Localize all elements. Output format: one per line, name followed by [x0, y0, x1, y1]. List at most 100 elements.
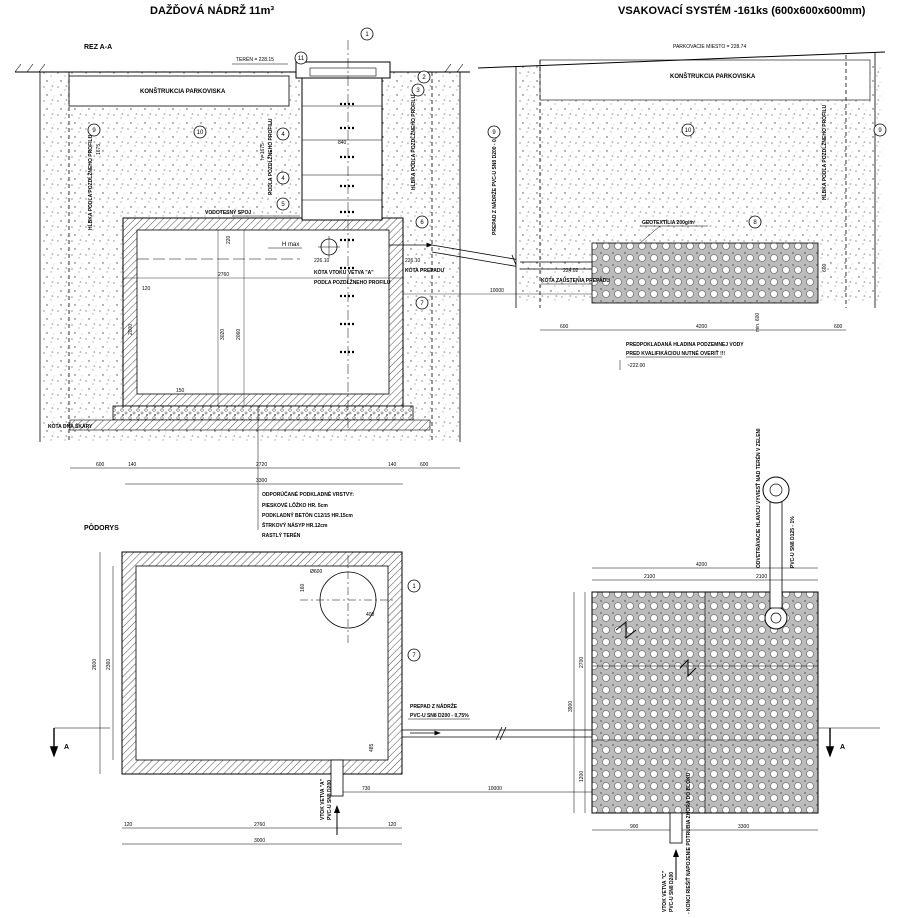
vtok-left-pipe: PVC-U SN8 D200 [327, 780, 333, 820]
dim-600d: 600 [834, 324, 843, 330]
dim-2760-sec: 2760 [218, 272, 229, 278]
callout-bubble [873, 123, 887, 137]
dim-120a-plan: 120 [124, 822, 133, 828]
dim-10000-sec: 10000 [490, 288, 504, 294]
dim-3900-plan: 3900 [568, 701, 574, 712]
callout-bubble [681, 123, 695, 137]
dim-10000-plan: 10000 [488, 786, 502, 792]
callout-bubble [415, 215, 429, 229]
podla-profilu: PODĽA POZDĹŽNEHO PROFILU [314, 278, 391, 286]
dim-h1675-vert: h=1675 [260, 143, 266, 160]
hmax-label: H max [282, 242, 299, 248]
inlet-right-pipe [669, 812, 683, 844]
vent-pipe [769, 499, 783, 609]
predkvalifikacia-label: PRED KVALIFIKÁCIOU NUTNÉ OVERIŤ !!! [626, 349, 725, 357]
vtok-right: VTOK VETVA "C" [662, 870, 668, 912]
dim-2060-sec: 2060 [236, 329, 242, 340]
elev-226-10a: 226.10 [314, 258, 330, 264]
dim-220-sec: 220 [226, 235, 232, 244]
dim-3000-plan: 3000 [254, 838, 265, 844]
vodotesny-label: VODOTESNÝ SPOJ [205, 209, 251, 216]
section-label: REZ A-A [84, 44, 112, 51]
parking-label-right: KONŠTRUKCIA PARKOVISKA [670, 72, 756, 80]
vent-head-plan [764, 606, 788, 630]
dim-2720: 2720 [256, 462, 267, 468]
dim-600b: 600 [420, 462, 429, 468]
dim-4200-plan: 4200 [696, 562, 707, 568]
callout-bubble [360, 27, 374, 41]
dim-4200-sec: 4200 [696, 324, 707, 330]
vtok-right-note: - KONCI RIEŠIŤ NAPOJENIE POTRUBIA ZHORA … [684, 772, 692, 914]
dim-3300-plan: 3300 [738, 824, 749, 830]
callout-number: 7 [412, 653, 416, 659]
kota-zaustenia: KÓTA ZAÚSTENIA PREPADU [541, 276, 610, 284]
callout-number: 6 [420, 220, 424, 226]
dim-1675-vert: 1675 [96, 144, 102, 155]
callout-number: 5 [281, 202, 285, 208]
layer-3: ŠTRKOVÝ NÁSYP HR.12cm [262, 521, 328, 529]
callout-number: 9 [878, 128, 882, 134]
callout-number: 8 [753, 220, 757, 226]
callout-bubble [276, 197, 290, 211]
plan-label: PÔDORYS [84, 523, 119, 532]
callout-bubble [407, 648, 421, 662]
vtok-left: VTOK VETVA "A" [320, 778, 326, 820]
dim-150-sec: 150 [176, 388, 185, 394]
callout-number: 10 [197, 130, 204, 136]
callout-number: 3 [416, 88, 420, 94]
callout-bubble [407, 579, 421, 593]
layer-4: RASTLÝ TERÉN [262, 531, 301, 539]
dim-2100a-plan: 2100 [644, 574, 655, 580]
callout-bubble [748, 215, 762, 229]
mark-a-left: A [64, 744, 69, 751]
parking-label-left: KONŠTRUKCIA PARKOVISKA [140, 87, 226, 95]
tank-interior [136, 229, 390, 395]
callout-number: 4 [281, 176, 285, 182]
odvetranie-label: ODVETRÁVACIE HLAVICU VYVIESŤ NAD TERÉN V… [754, 428, 762, 568]
hlbka-vert-right2: HĹBKA PODĽA POZDĹŽNEHO PROFILU [820, 104, 828, 200]
dim-d600-plan: Ø600 [310, 569, 322, 575]
callout-number: 1 [365, 32, 369, 38]
prepad-plan-pipe: PVC-U SN8 D200 - 0,75% [410, 713, 469, 719]
kota-dna: KÓTA DNA ŠKÁRY [48, 422, 93, 430]
callout-number: 11 [298, 56, 305, 62]
dim-2000-sec: 2000 [128, 324, 134, 335]
callout-bubble [294, 51, 308, 65]
geotextilia-label: GEOTEXTÍLIA 200g/m² [642, 218, 696, 226]
callout-bubble [411, 83, 425, 97]
hlbka-vert-left: HĹBKA PODĽA POZDĹŽNEHO PROFILU [86, 134, 94, 230]
dim-485-plan: 485 [369, 743, 375, 752]
predpokladana-label: PREDPOKLADANÁ HLADINA PODZEMNEJ VODY [626, 341, 744, 348]
infiltration-blocks-section [591, 242, 819, 304]
dim-160-plan: 160 [300, 583, 306, 592]
callout-bubble [193, 125, 207, 139]
vtok-right-pipe: PVC-U SN8 D200 [669, 872, 675, 912]
title-right: VSAKOVACÍ SYSTÉM -161ks (600x600x600mm) [618, 4, 866, 17]
dim-1200-plan: 1200 [579, 771, 585, 782]
dim-600e: 600 [822, 263, 828, 272]
dim-600c: 600 [560, 324, 569, 330]
dim-120-sec: 120 [142, 286, 151, 292]
dim-840-sec: 840 [338, 140, 347, 146]
elev-222: ~222.00 [627, 363, 645, 369]
shaft [301, 61, 383, 221]
dim-2100b-plan: 2100 [756, 574, 767, 580]
dim-900-plan: 900 [630, 824, 639, 830]
parkovacie-label: PARKOVACIE MIESTO = 228.74 [673, 44, 746, 50]
dim-2760-plan: 2760 [254, 822, 265, 828]
dim-2360-plan: 2360 [106, 659, 112, 670]
layer-2: PODKLADNÝ BETÓN C12/15 HR.15cm [262, 511, 353, 519]
callout-bubble [415, 296, 429, 310]
tank-base [112, 405, 414, 421]
elev-226-10b: 226.10 [405, 258, 421, 264]
dim-140a: 140 [128, 462, 137, 468]
dim-140b: 140 [388, 462, 397, 468]
hlbka-vert-shaft: PODĽA POZDĹŽNEHO PROFILU [266, 118, 274, 195]
dim-3020-sec: 3020 [220, 329, 226, 340]
dim-min600: min. 600 [755, 313, 761, 332]
prepad-plan: PREPAD Z NÁDRŽE [410, 702, 458, 710]
callout-number: 9 [92, 128, 96, 134]
callout-number: 10 [685, 128, 692, 134]
dim-2600-plan: 2600 [92, 659, 98, 670]
